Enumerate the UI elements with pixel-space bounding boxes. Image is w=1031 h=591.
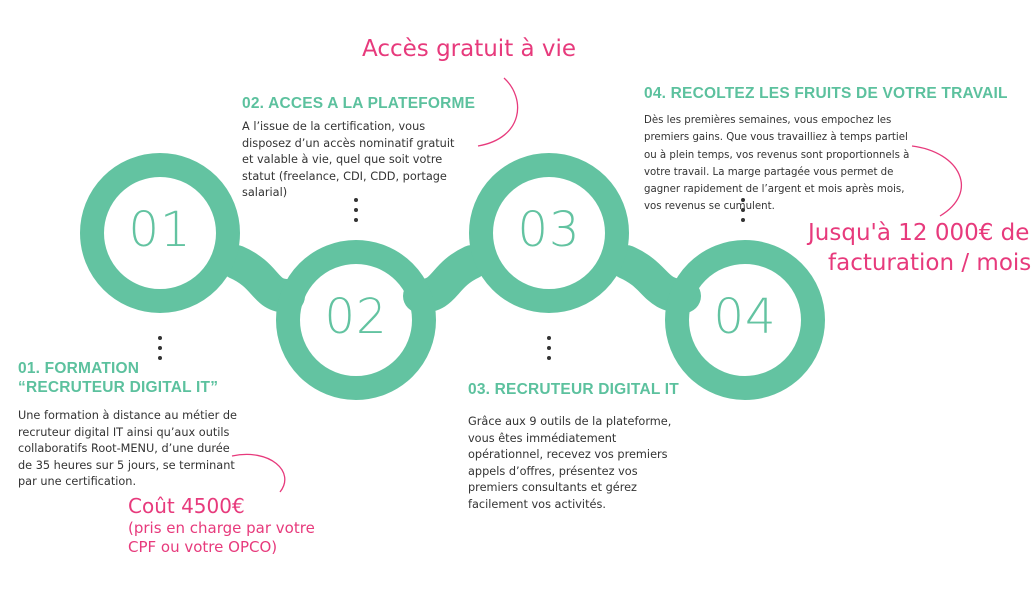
- ring-03: [469, 153, 629, 313]
- cost-note-line2: CPF ou votre OPCO): [128, 538, 278, 556]
- arc-cost: [231, 453, 286, 493]
- step-01-title-line1: 01. FORMATION: [18, 360, 140, 377]
- step-number-03: 03: [517, 202, 581, 258]
- free-access-callout: Accès gratuit à vie: [362, 36, 577, 62]
- step-04-title: 04. RECOLTEZ LES FRUITS DE VOTRE TRAVAIL: [644, 85, 1008, 102]
- step-01-title-line2: “RECRUTEUR DIGITAL IT”: [18, 379, 219, 396]
- ring-02: [276, 240, 436, 400]
- dotted-leader-03: [547, 336, 551, 360]
- step-01-description: Une formation à distance au métier de re…: [18, 409, 237, 488]
- dotted-leader-04: [741, 198, 745, 222]
- revenue-callout-line2: facturation / mois: [828, 250, 1031, 276]
- revenue-callout-line1: Jusqu'à 12 000€ de: [808, 220, 1030, 246]
- step-number-01: 01: [128, 202, 192, 258]
- ring-04: [665, 240, 825, 400]
- step-number-02: 02: [324, 289, 388, 345]
- cost-callout: Coût 4500€: [128, 494, 245, 518]
- connector-01-02: [219, 245, 305, 313]
- step-02-description: A l’issue de la certification, vous disp…: [242, 120, 455, 199]
- arc-revenue: [911, 145, 962, 217]
- dotted-leader-01: [158, 336, 162, 360]
- ring-01: [80, 153, 240, 313]
- step-04-description: Dès les premières semaines, vous empoche…: [644, 115, 910, 213]
- cost-note-line1: (pris en charge par votre: [128, 519, 315, 537]
- step-03-title: 03. RECRUTEUR DIGITAL IT: [468, 381, 679, 398]
- step-02-title: 02. ACCES A LA PLATEFORME: [242, 95, 476, 112]
- step-03-description: Grâce aux 9 outils de la plateforme, vou…: [468, 415, 672, 511]
- dotted-leader-02: [354, 198, 358, 222]
- step-number-04: 04: [713, 289, 777, 345]
- arc-access: [477, 77, 519, 147]
